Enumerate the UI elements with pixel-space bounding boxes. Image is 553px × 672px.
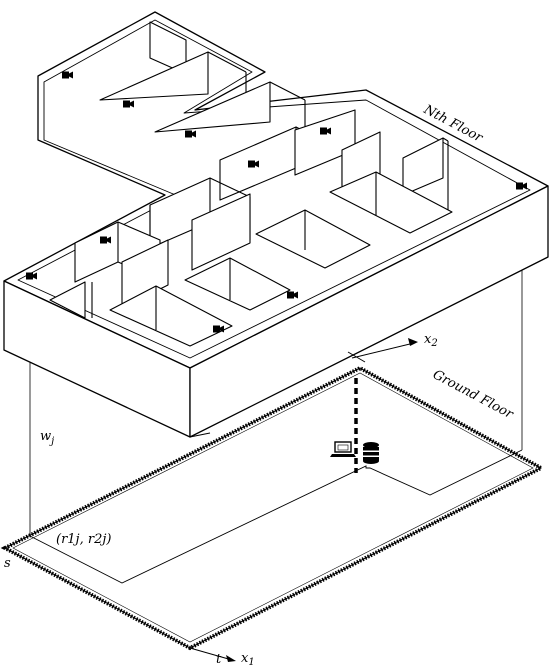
nth-floor-under-edge bbox=[189, 432, 211, 438]
nth-floor-inner-wall bbox=[17, 19, 531, 359]
camera-icon bbox=[26, 272, 37, 280]
weight-label: wj bbox=[40, 429, 54, 447]
nth-floor-rim bbox=[3, 11, 549, 369]
camera-icon bbox=[123, 100, 134, 108]
ground-path bbox=[29, 449, 523, 584]
axis-x2-label: x2 bbox=[424, 332, 438, 349]
camera-icon bbox=[287, 291, 298, 299]
ground-floor-hatched-border bbox=[0, 365, 546, 651]
coordinate-label: (r1j, r2j) bbox=[56, 532, 111, 547]
camera-icon bbox=[248, 160, 259, 168]
nth-floor bbox=[3, 11, 549, 438]
camera-icon bbox=[213, 325, 224, 333]
nth-floor-stair-edge bbox=[347, 351, 366, 363]
laptop-icon bbox=[330, 441, 356, 457]
origin-t-label: t bbox=[216, 652, 222, 667]
room-partitions bbox=[49, 21, 453, 347]
camera-icon bbox=[516, 182, 527, 190]
axis-x2-line bbox=[351, 342, 415, 359]
database-icon bbox=[363, 442, 379, 464]
camera-icon bbox=[185, 130, 196, 138]
axis-x1-label: x1 bbox=[241, 651, 255, 667]
camera-icon bbox=[100, 236, 111, 244]
nth-floor-right-face bbox=[189, 185, 549, 438]
camera-icon bbox=[62, 71, 73, 79]
camera-icon bbox=[320, 127, 331, 135]
axis-x1-arrow bbox=[226, 655, 236, 662]
ground-floor bbox=[0, 338, 546, 662]
axis-x1-line bbox=[189, 647, 233, 661]
ground-floor-inner-border bbox=[12, 372, 534, 643]
origin-s-label: s bbox=[4, 556, 11, 571]
axis-x2-arrow bbox=[408, 338, 418, 346]
